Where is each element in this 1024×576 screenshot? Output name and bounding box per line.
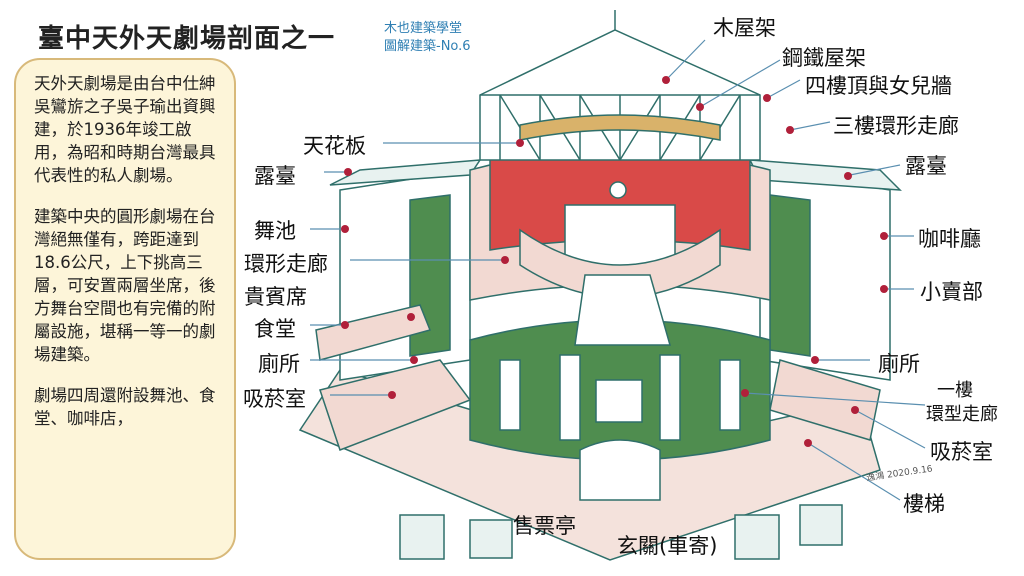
description-paragraph-3: 劇場四周還附設舞池、食堂、咖啡店，: [34, 386, 216, 428]
central-drum: [469, 319, 771, 501]
marker-dance-floor: [341, 225, 349, 233]
label-entrance: 玄關(車寄): [617, 534, 718, 558]
page-title: 臺中天外天劇場剖面之一: [38, 24, 336, 54]
marker-ceiling: [516, 139, 524, 147]
description-paragraph-2: 建築中央的圓形劇場在台灣絕無僅有，跨距達到18.6公尺，上下挑高三層，可安置兩層…: [34, 207, 216, 364]
marker-corridor1: [741, 389, 749, 397]
marker-vip: [407, 313, 415, 321]
marker-restroom-left: [410, 356, 418, 364]
marker-parapet: [763, 94, 771, 102]
label-kiosk: 小賣部: [920, 280, 983, 304]
marker-dining: [341, 321, 349, 329]
description-paragraph-1: 天外天劇場是由台中仕紳吳鸞旂之子吳子瑜出資興建，於1936年竣工啟用，為昭和時期…: [34, 74, 216, 185]
marker-steel-truss: [696, 103, 704, 111]
upper-drum: [469, 136, 771, 346]
label-stairs: 樓梯: [903, 492, 945, 516]
label-restroom-left: 廁所: [258, 352, 300, 376]
marker-stairs: [804, 439, 812, 447]
label-ticket-booth: 售票亭: [513, 514, 576, 538]
label-corridor1-line1: 一樓: [937, 380, 973, 401]
brand-block: 木也建築學堂 圖解建築-No.6: [384, 20, 471, 56]
label-smoking-left: 吸菸室: [243, 387, 306, 411]
marker-restroom-right: [811, 356, 819, 364]
label-steel-truss: 鋼鐵屋架: [782, 46, 866, 70]
brand-line-1: 木也建築學堂: [384, 21, 463, 36]
label-terrace-right: 露臺: [905, 154, 947, 178]
label-dance-floor: 舞池: [254, 219, 296, 243]
label-smoking-right: 吸菸室: [930, 440, 993, 464]
callout-markers: [341, 76, 888, 447]
brand-line-2: 圖解建築-No.6: [384, 39, 471, 54]
label-vip-seats: 貴賓席: [244, 285, 307, 309]
label-terrace-left: 露臺: [254, 164, 296, 188]
marker-cafe: [880, 232, 888, 240]
entrance-portico: [399, 504, 843, 560]
label-ring-corridor: 環形走廊: [244, 252, 328, 276]
marker-kiosk: [880, 285, 888, 293]
label-dining: 食堂: [254, 317, 296, 341]
marker-terrace-right: [844, 172, 852, 180]
description-panel: 天外天劇場是由台中仕紳吳鸞旂之子吳子瑜出資興建，於1936年竣工啟用，為昭和時期…: [14, 58, 236, 560]
label-corridor1-line2: 環型走廊: [926, 404, 998, 425]
right-wing: [748, 159, 902, 441]
label-parapet: 四樓頂與女兒牆: [805, 74, 952, 98]
label-ceiling: 天花板: [303, 134, 366, 158]
marker-terrace-left: [344, 168, 352, 176]
marker-wood-truss: [662, 76, 670, 84]
roof-truss: [479, 10, 761, 161]
left-wing: [315, 159, 482, 451]
marker-ring-corridor: [501, 256, 509, 264]
marker-corridor3: [786, 126, 794, 134]
marker-smoking-left: [388, 391, 396, 399]
marker-smoking-right: [851, 406, 859, 414]
label-restroom-right: 廁所: [878, 352, 920, 376]
label-corridor3: 三樓環形走廊: [833, 114, 959, 138]
label-cafe: 咖啡廳: [918, 227, 981, 251]
label-wood-truss: 木屋架: [713, 16, 776, 40]
